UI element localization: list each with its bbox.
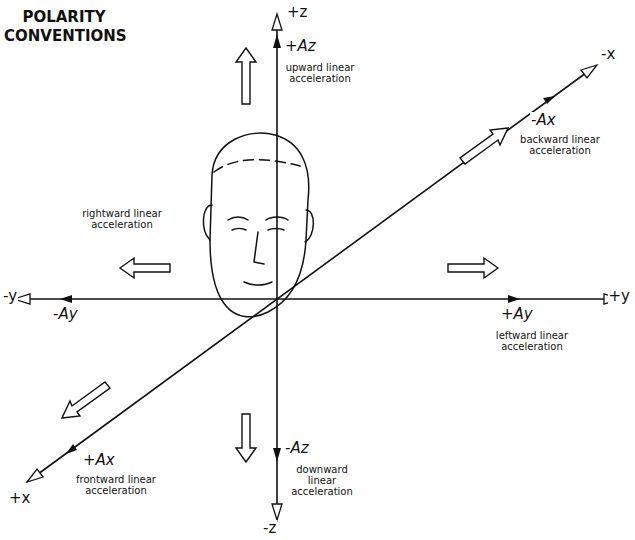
description: leftward linear acceleration <box>492 330 572 352</box>
nose <box>254 232 264 264</box>
head-outline <box>210 133 309 317</box>
axis-lines <box>22 22 612 512</box>
description: backward linear acceleration <box>520 134 600 156</box>
eyebrow <box>266 217 288 220</box>
vector-label: -Az <box>284 440 310 457</box>
upward-arrow <box>236 48 256 104</box>
x-axis <box>34 70 590 477</box>
description: frontward linear acceleration <box>76 474 156 496</box>
frontward-arrow <box>62 382 110 418</box>
vector-label: -Ay <box>52 306 79 323</box>
eye <box>232 229 246 231</box>
mouth <box>244 282 272 285</box>
vector-label: +Ax <box>82 452 116 469</box>
description: downward linear acceleration <box>286 464 358 497</box>
description: rightward linear acceleration <box>78 208 166 230</box>
downward-arrow <box>236 414 256 462</box>
axis-label: -y <box>2 288 18 305</box>
head-illustration <box>203 133 313 317</box>
vector-label: +Az <box>284 38 317 55</box>
vector-label: +Ay <box>500 306 534 323</box>
arrowhead <box>581 65 597 78</box>
axis-label: -x <box>600 46 616 63</box>
backward-arrow <box>460 128 508 164</box>
y-axis <box>22 298 612 300</box>
vector-markers <box>60 34 555 462</box>
hair-line <box>214 160 300 172</box>
arrowhead <box>272 14 282 30</box>
ear <box>305 210 313 242</box>
axis-label: +z <box>286 4 308 21</box>
eyebrow <box>228 217 248 220</box>
axis-label: -z <box>262 520 277 537</box>
diagram-title: POLARITY CONVENTIONS <box>4 8 124 46</box>
eye <box>268 229 284 231</box>
axis-label: +x <box>8 490 31 507</box>
hollow-arrows <box>62 48 508 462</box>
description: upward linear acceleration <box>284 62 356 84</box>
ear <box>203 205 212 240</box>
leftward-arrow <box>448 258 498 278</box>
arrowhead <box>27 469 43 482</box>
rightward-arrow <box>120 258 170 278</box>
arrowhead <box>272 504 282 520</box>
axis-arrowheads <box>14 14 620 520</box>
vector-label: -Ax <box>530 112 557 129</box>
axis-label: +y <box>608 288 631 305</box>
z-axis <box>276 22 278 512</box>
